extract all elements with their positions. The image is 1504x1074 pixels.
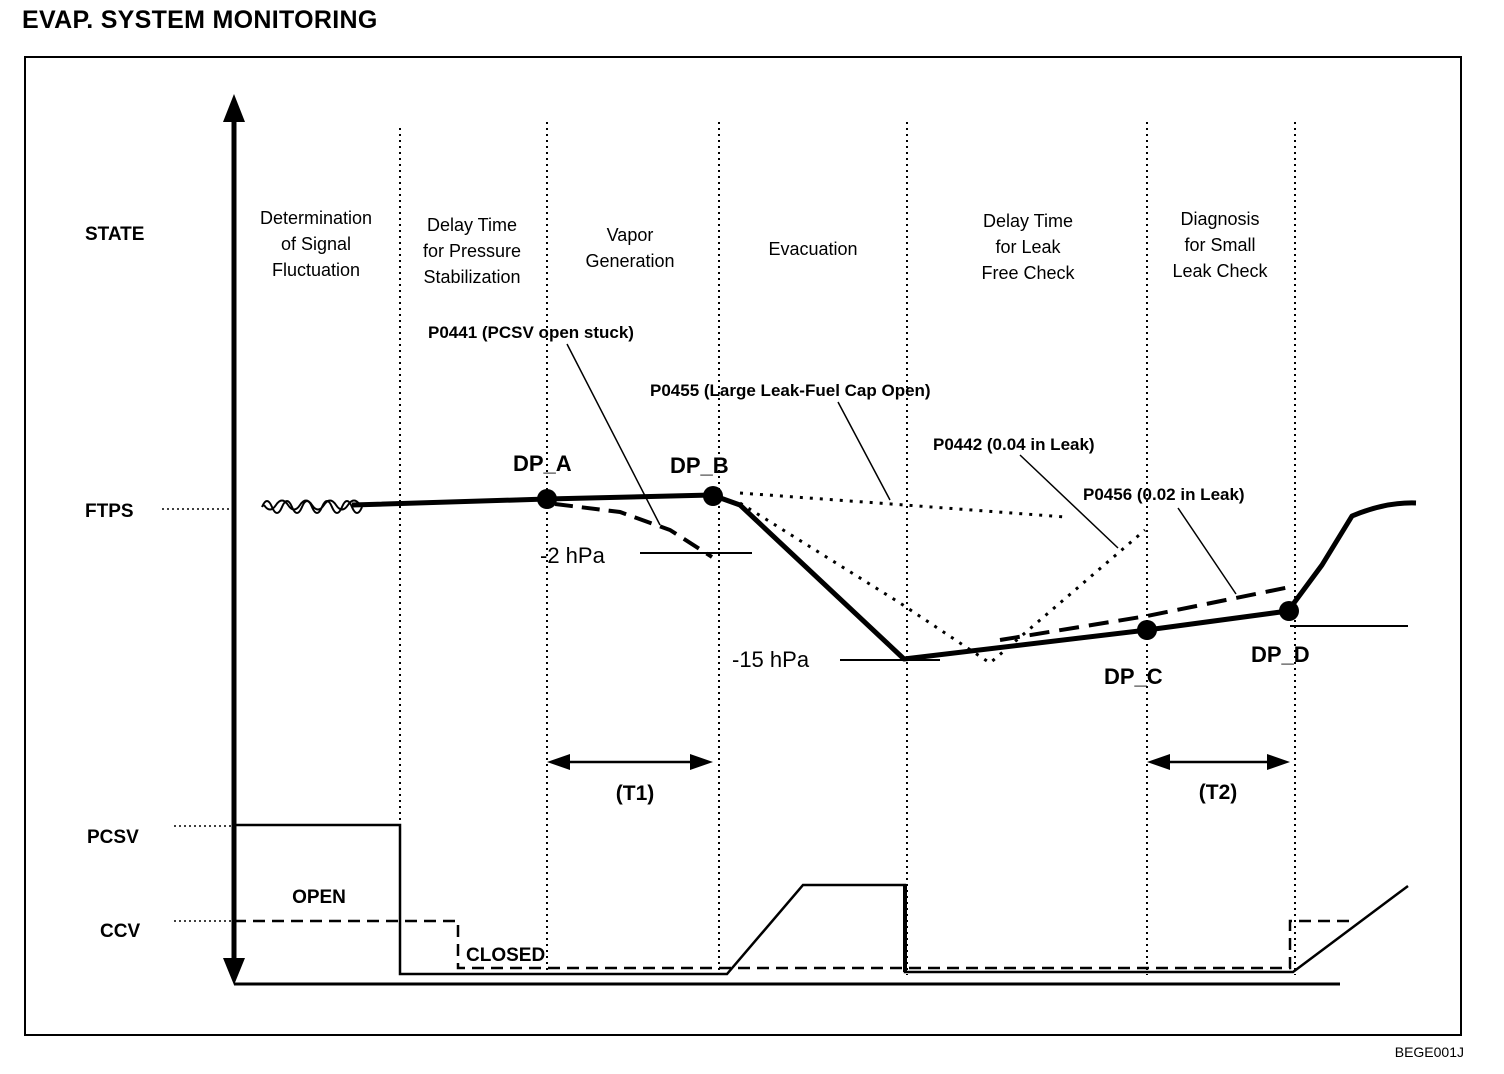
phase-1-line-2: of Signal: [281, 234, 351, 254]
phase-5-line-3: Free Check: [981, 263, 1075, 283]
row-leaders: [162, 508, 234, 922]
t1-arrow-right-icon: [690, 754, 713, 770]
t2-arrow-right-icon: [1267, 754, 1290, 770]
phase-1-line-3: Fluctuation: [272, 260, 360, 280]
fault-codes: P0441 (PCSV open stuck) P0455 (Large Lea…: [428, 323, 1245, 504]
t1-arrow-left-icon: [547, 754, 570, 770]
t1-label: (T1): [616, 782, 655, 805]
ftps-fluctuation-line: [261, 499, 363, 514]
t2-arrow-left-icon: [1147, 754, 1170, 770]
minus-15-hpa-label: -15 hPa: [732, 647, 810, 672]
dp-c-label: DP_C: [1104, 664, 1163, 689]
p0456-label: P0456 (0.02 in Leak): [1083, 485, 1245, 504]
fault-code-leaders: [566, 343, 1237, 595]
phase-5-line-2: for Leak: [995, 237, 1061, 257]
dp-b-label: DP_B: [670, 453, 729, 478]
p0455-branch-line: [739, 491, 1066, 519]
dp-a-marker: [537, 489, 557, 509]
dp-d-marker: [1279, 601, 1299, 621]
ccv-signal-line: [234, 919, 1356, 970]
figure-code: BEGE001J: [1394, 1044, 1464, 1060]
phase-dividers: [399, 122, 1296, 975]
phase-headings: Determination of Signal Fluctuation Dela…: [260, 208, 1269, 287]
phase-1-line-1: Determination: [260, 208, 372, 228]
phase-3-line-2: Generation: [585, 251, 674, 271]
p0442-leader: [1019, 454, 1119, 549]
dp-a-label: DP_A: [513, 451, 572, 476]
phase-6-line-1: Diagnosis: [1180, 209, 1259, 229]
pcsv-signal-line: [234, 823, 1409, 976]
p0441-label: P0441 (PCSV open stuck): [428, 323, 634, 342]
phase-3-line-1: Vapor: [607, 225, 654, 245]
axis-arrow-down-icon: [223, 958, 245, 985]
p0441-leader: [566, 343, 661, 526]
phase-2-line-3: Stabilization: [423, 267, 520, 287]
ftps-label: FTPS: [85, 501, 134, 522]
t2-label: (T2): [1199, 781, 1238, 804]
ccv-label: CCV: [100, 921, 140, 942]
phase-2-line-2: for Pressure: [423, 241, 521, 261]
dp-c-marker: [1137, 620, 1157, 640]
p0455-leader: [837, 401, 891, 501]
pcsv-label: PCSV: [87, 827, 139, 848]
page-title: EVAP. SYSTEM MONITORING: [22, 6, 378, 34]
state-label: STATE: [85, 224, 144, 245]
closed-state-label: CLOSED: [466, 945, 545, 966]
p0455-label: P0455 (Large Leak-Fuel Cap Open): [650, 381, 931, 400]
p0456-branch-line: [999, 585, 1291, 642]
phase-6-line-2: for Small: [1184, 235, 1255, 255]
phase-4-line-1: Evacuation: [768, 239, 857, 259]
decision-point-labels: DP_A DP_B DP_C DP_D: [513, 451, 1310, 689]
diagram-frame: [24, 56, 1462, 1036]
p0441-branch-line: [554, 502, 714, 559]
phase-6-line-3: Leak Check: [1172, 261, 1268, 281]
p0442-label: P0442 (0.04 in Leak): [933, 435, 1095, 454]
dp-b-marker: [703, 486, 723, 506]
phase-5-line-1: Delay Time: [983, 211, 1073, 231]
minus-2-hpa-label: -2 hPa: [540, 543, 606, 568]
phase-2-line-1: Delay Time: [427, 215, 517, 235]
open-state-label: OPEN: [292, 887, 346, 908]
p0442-branch-line: [739, 501, 1146, 665]
dp-d-label: DP_D: [1251, 642, 1310, 667]
p0456-leader: [1177, 507, 1237, 595]
ftps-main-line: [351, 492, 1417, 662]
axis-arrow-up-icon: [223, 94, 245, 122]
